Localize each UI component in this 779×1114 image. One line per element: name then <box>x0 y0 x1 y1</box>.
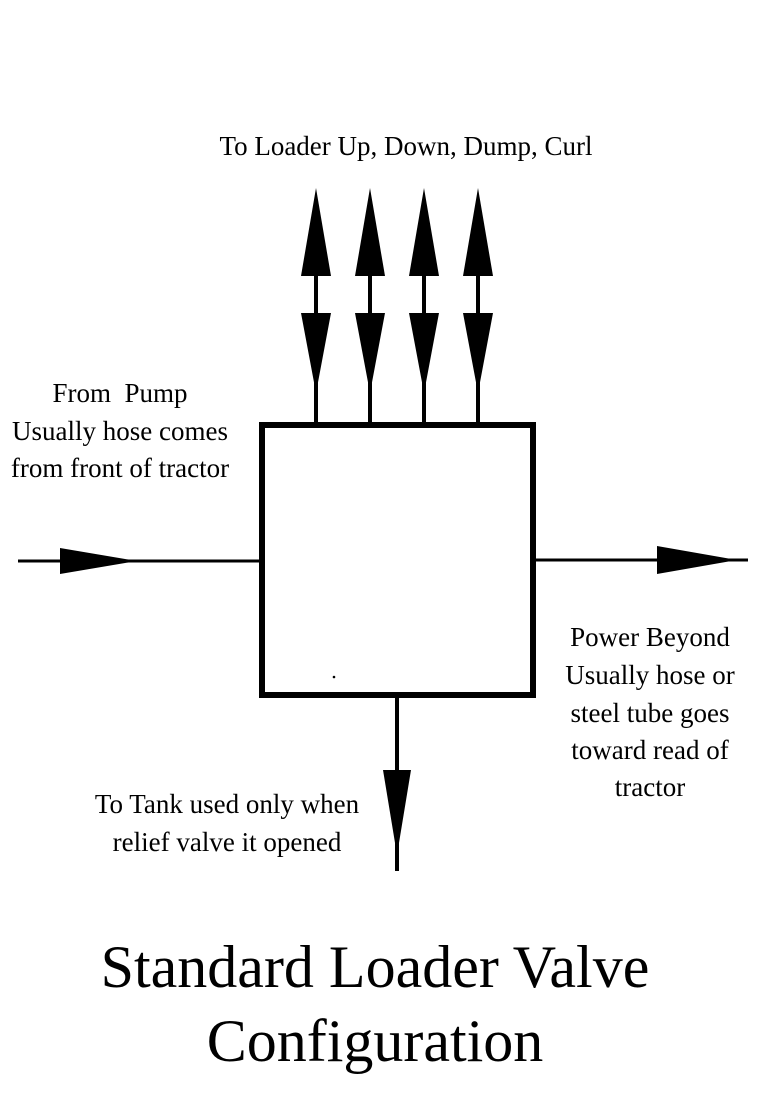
pump-input-arrowhead <box>60 548 137 574</box>
up-arrowhead <box>355 188 385 276</box>
tank-return-arrow <box>383 695 411 871</box>
power-beyond-label: Power Beyond Usually hose or steel tube … <box>565 622 734 802</box>
tank-label: To Tank used only when relief valve it o… <box>95 789 360 857</box>
stray-dot <box>332 675 336 679</box>
pump-input-arrow <box>18 548 262 574</box>
loader-port-arrow-up <box>301 188 331 425</box>
diagram-title: Standard Loader Valve Configuration <box>101 934 650 1074</box>
tank-return-arrowhead <box>383 770 411 855</box>
power-beyond-arrow <box>533 546 748 574</box>
power-beyond-line-1: Power Beyond <box>570 622 730 652</box>
tank-label-line-1: To Tank used only when <box>95 789 360 819</box>
power-beyond-arrowhead <box>657 546 737 574</box>
down-arrowhead <box>463 313 493 393</box>
loader-ports <box>301 188 493 425</box>
down-arrowhead <box>409 313 439 393</box>
down-arrowhead <box>355 313 385 393</box>
pump-label: From Pump Usually hose comes from front … <box>11 378 229 483</box>
title-line-2: Configuration <box>207 1008 544 1074</box>
power-beyond-line-5: tractor <box>615 772 685 802</box>
top-label: To Loader Up, Down, Dump, Curl <box>219 131 592 161</box>
loader-port-arrow-down <box>355 188 385 425</box>
down-arrowhead <box>301 313 331 393</box>
title-line-1: Standard Loader Valve <box>101 934 650 1000</box>
tank-label-line-2: relief valve it opened <box>113 827 342 857</box>
power-beyond-line-4: toward read of <box>571 735 728 765</box>
pump-label-line-1: From Pump <box>52 378 187 408</box>
valve-body <box>259 422 536 698</box>
pump-label-line-3: from front of tractor <box>11 453 229 483</box>
pump-label-line-2: Usually hose comes <box>12 416 228 446</box>
up-arrowhead <box>463 188 493 276</box>
power-beyond-line-2: Usually hose or <box>565 660 734 690</box>
power-beyond-line-3: steel tube goes <box>571 698 730 728</box>
loader-port-arrow-curl <box>463 188 493 425</box>
loader-port-arrow-dump <box>409 188 439 425</box>
up-arrowhead <box>409 188 439 276</box>
up-arrowhead <box>301 188 331 276</box>
